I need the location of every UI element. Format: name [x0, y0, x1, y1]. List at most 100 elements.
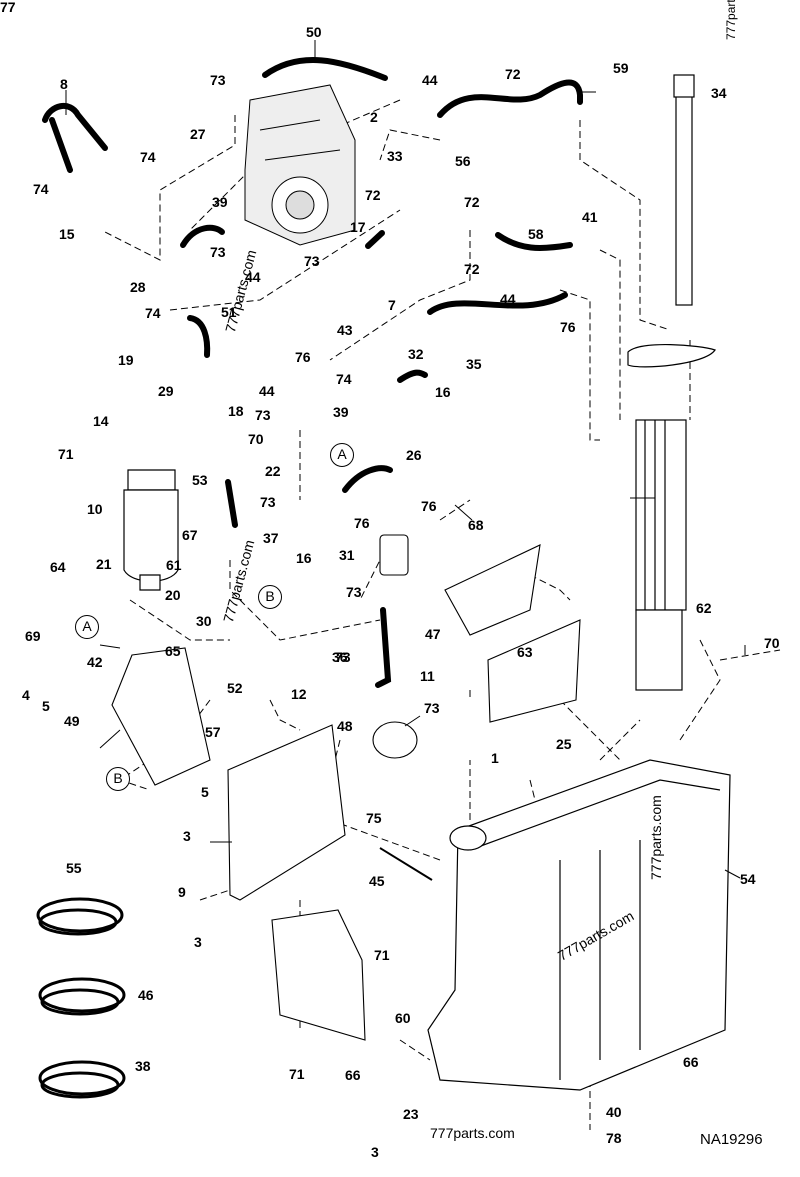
part-label: 70 — [248, 431, 264, 447]
part-label: 30 — [196, 613, 212, 629]
part-label: 72 — [464, 261, 480, 277]
part-label: 68 — [468, 517, 484, 533]
engine-block — [244, 84, 356, 246]
part-label: 17 — [350, 219, 366, 235]
part-label: 20 — [165, 587, 181, 603]
footer-watermark: 777parts.com — [430, 1125, 515, 1141]
part-label: 57 — [205, 724, 221, 740]
part-label: 35 — [466, 356, 482, 372]
hose-lines — [42, 57, 583, 688]
part-label: 19 — [118, 352, 134, 368]
part-label: 71 — [374, 947, 390, 963]
part-label: 53 — [192, 472, 208, 488]
part-label: 63 — [517, 644, 533, 660]
callout-marker-b: B — [258, 585, 282, 609]
diagram-code: NA19296 — [700, 1131, 763, 1148]
part-label: 3 — [183, 828, 191, 844]
part-label: 4 — [22, 687, 30, 703]
part-label: 76 — [560, 319, 576, 335]
fuel-filter — [123, 469, 179, 591]
part-label: 29 — [158, 383, 174, 399]
part-label: 43 — [337, 322, 353, 338]
part-label: 67 — [182, 527, 198, 543]
fuel-tank — [427, 759, 731, 1091]
part-label: 54 — [740, 871, 756, 887]
part-label: 59 — [613, 60, 629, 76]
part-label: 72 — [365, 187, 381, 203]
part-label: 69 — [25, 628, 41, 644]
callout-marker-a: A — [75, 615, 99, 639]
watermark: 777parts.com — [648, 795, 664, 880]
mount-panel-52 — [111, 647, 211, 786]
part-label: 73 — [335, 649, 351, 665]
part-label: 51 — [221, 304, 237, 320]
part-label: 76 — [421, 498, 437, 514]
part-label: 14 — [93, 413, 109, 429]
part-label: 45 — [369, 873, 385, 889]
part-label: 37 — [263, 530, 279, 546]
part-label: 74 — [145, 305, 161, 321]
part-label: 10 — [87, 501, 103, 517]
shield-48 — [487, 619, 581, 723]
part-label: 2 — [370, 109, 378, 125]
part-label: 73 — [260, 494, 276, 510]
part-label: 76 — [295, 349, 311, 365]
part-label: 25 — [556, 736, 572, 752]
part-label: 77 — [0, 0, 16, 15]
part-label: 49 — [64, 713, 80, 729]
part-label: 28 — [130, 279, 146, 295]
part-label: 61 — [166, 557, 182, 573]
part-label: 31 — [339, 547, 355, 563]
part-label: 36 — [332, 649, 348, 665]
label-leaders — [65, 40, 746, 879]
part-label: 71 — [58, 446, 74, 462]
part-label: 3 — [371, 1144, 379, 1160]
callout-marker-a: A — [330, 443, 354, 467]
part-label: 38 — [135, 1058, 151, 1074]
part-label: 40 — [606, 1104, 622, 1120]
part-label: 27 — [190, 126, 206, 142]
fuel-sender — [627, 74, 716, 691]
part-label: 56 — [455, 153, 471, 169]
part-label: 33 — [387, 148, 403, 164]
part-label: 58 — [528, 226, 544, 242]
part-label: 66 — [345, 1067, 361, 1083]
part-label: 72 — [464, 194, 480, 210]
part-label: 73 — [304, 253, 320, 269]
part-label: 42 — [87, 654, 103, 670]
part-label: 22 — [265, 463, 281, 479]
shield-46 — [271, 909, 366, 1041]
part-label: 26 — [406, 447, 422, 463]
part-label: 73 — [210, 244, 226, 260]
part-label: 48 — [337, 718, 353, 734]
part-label: 55 — [66, 860, 82, 876]
part-label: 73 — [210, 72, 226, 88]
part-label: 15 — [59, 226, 75, 242]
part-label: 34 — [711, 85, 727, 101]
part-label: 73 — [255, 407, 271, 423]
part-label: 70 — [764, 635, 780, 651]
part-label: 66 — [683, 1054, 699, 1070]
part-label: 65 — [165, 643, 181, 659]
part-label: 47 — [425, 626, 441, 642]
part-label: 8 — [60, 76, 68, 92]
part-label: 16 — [296, 550, 312, 566]
part-label: 44 — [259, 383, 275, 399]
part-label: 9 — [178, 884, 186, 900]
part-label: 64 — [50, 559, 66, 575]
part-label: 1 — [491, 750, 499, 766]
part-label: 74 — [140, 149, 156, 165]
part-label: 21 — [96, 556, 112, 572]
part-label: 3 — [194, 934, 202, 950]
part-label: 60 — [395, 1010, 411, 1026]
part-label: 62 — [696, 600, 712, 616]
part-label: 5 — [42, 698, 50, 714]
part-label: 39 — [212, 194, 228, 210]
part-label: 11 — [420, 668, 435, 684]
part-label: 12 — [291, 686, 307, 702]
hose-coils — [36, 897, 126, 1099]
part-label: 73 — [346, 584, 362, 600]
watermark: 777parts.com — [724, 0, 738, 40]
